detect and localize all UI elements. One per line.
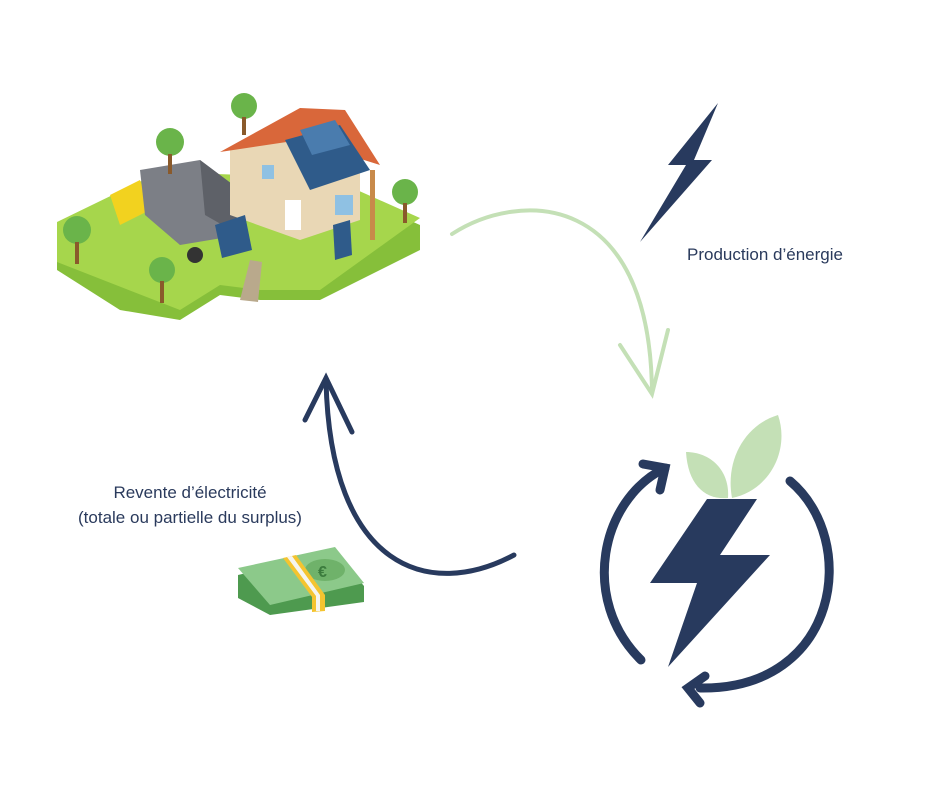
resale-label-line2: (totale ou partielle du surplus): [78, 508, 302, 527]
resale-label-line1: Revente d’électricité: [113, 483, 267, 502]
production-arrow: [450, 208, 670, 399]
renewable-energy-cycle-icon: [599, 415, 834, 708]
production-label: Production d’énergie: [687, 245, 843, 264]
house-illustration: [57, 93, 420, 320]
resale-arrow: [302, 372, 517, 576]
euro-banknote-stack-icon: €: [238, 547, 364, 615]
svg-text:€: €: [318, 564, 327, 581]
lightning-bolt-icon: [640, 103, 718, 242]
